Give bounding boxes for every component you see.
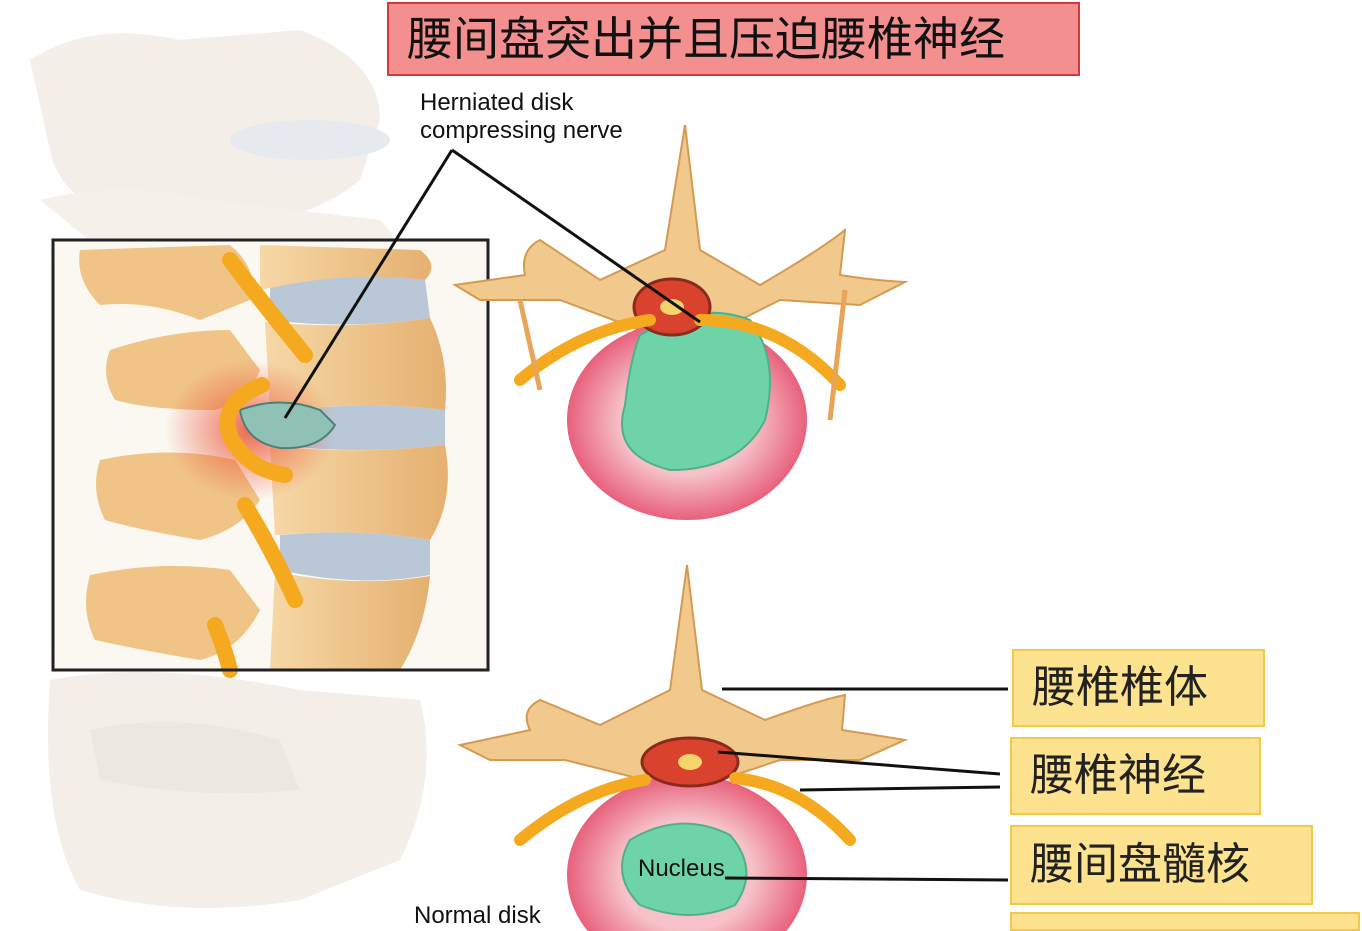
herniated-axial-view (452, 124, 909, 520)
leader-nerve-1 (717, 750, 1001, 776)
callout-nucleus: Nucleus (638, 855, 725, 882)
leader-herniated-right (451, 148, 701, 324)
callout-normal-disk: Normal disk (414, 902, 541, 929)
callout-herniated: Herniated disk compressing nerve (420, 89, 623, 145)
leader-nucleus (724, 876, 1009, 882)
label-nucleus-pulposus: 腰间盘髓核 (1010, 825, 1313, 905)
leader-herniated-left (283, 149, 454, 419)
label-partial (1010, 912, 1360, 931)
normal-axial-view (457, 564, 909, 931)
label-lumbar-nerve: 腰椎神经 (1010, 737, 1261, 815)
callout-herniated-line1: Herniated disk (420, 89, 574, 116)
callout-herniated-line2: compressing nerve (420, 117, 623, 144)
label-vertebral-body: 腰椎椎体 (1012, 649, 1265, 727)
page-title: 腰间盘突出并且压迫腰椎神经 (387, 2, 1080, 76)
lateral-spine-box (51, 238, 490, 678)
leader-nerve-2 (799, 785, 1001, 792)
leader-lines (283, 148, 1009, 882)
